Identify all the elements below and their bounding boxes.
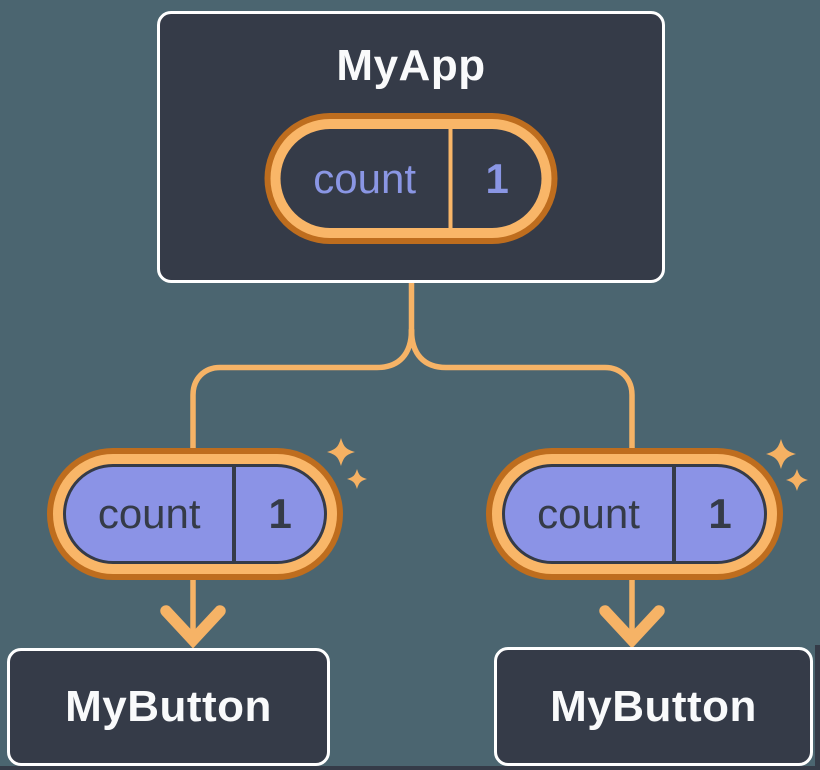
myapp-node: MyApp count 1	[157, 11, 665, 283]
arrowhead-icon	[160, 605, 226, 649]
pill-divider	[232, 467, 237, 561]
prop-name-label: count	[537, 490, 640, 537]
prop-pill-left: count 1	[47, 448, 343, 580]
state-name-label: count	[313, 154, 417, 202]
state-value: 1	[485, 154, 509, 202]
pill-divider	[672, 467, 677, 561]
mybutton-node-right: MyButton	[494, 647, 813, 766]
right-crop-strip	[815, 645, 820, 770]
prop-pill-ring: count 1	[53, 454, 337, 574]
prop-value: 1	[708, 490, 732, 537]
prop-name-label: count	[97, 490, 201, 537]
sparkle-icon	[766, 439, 796, 469]
sparkle-icon	[327, 438, 355, 466]
prop-value: 1	[268, 490, 292, 537]
prop-pill-body: count 1	[63, 464, 327, 564]
pill-divider	[448, 129, 453, 228]
connector-branch-right	[408, 327, 635, 639]
prop-pill-body: count 1	[502, 464, 767, 564]
myapp-title: MyApp	[336, 41, 486, 90]
bottom-crop-strip	[0, 766, 820, 770]
prop-pill-right: count 1	[486, 448, 783, 580]
state-pill: count 1	[264, 113, 558, 244]
sparkle-icon	[786, 469, 808, 491]
sparkle-icon	[347, 469, 367, 489]
connector-branch-left	[190, 327, 415, 639]
mybutton-node-left: MyButton	[7, 648, 330, 766]
mybutton-title: MyButton	[65, 682, 272, 731]
state-pill-ring: count 1	[270, 119, 552, 238]
prop-pill-ring: count 1	[492, 454, 777, 574]
arrowhead-icon	[599, 605, 665, 649]
state-pill-body: count 1	[280, 129, 542, 228]
mybutton-title: MyButton	[550, 681, 757, 731]
